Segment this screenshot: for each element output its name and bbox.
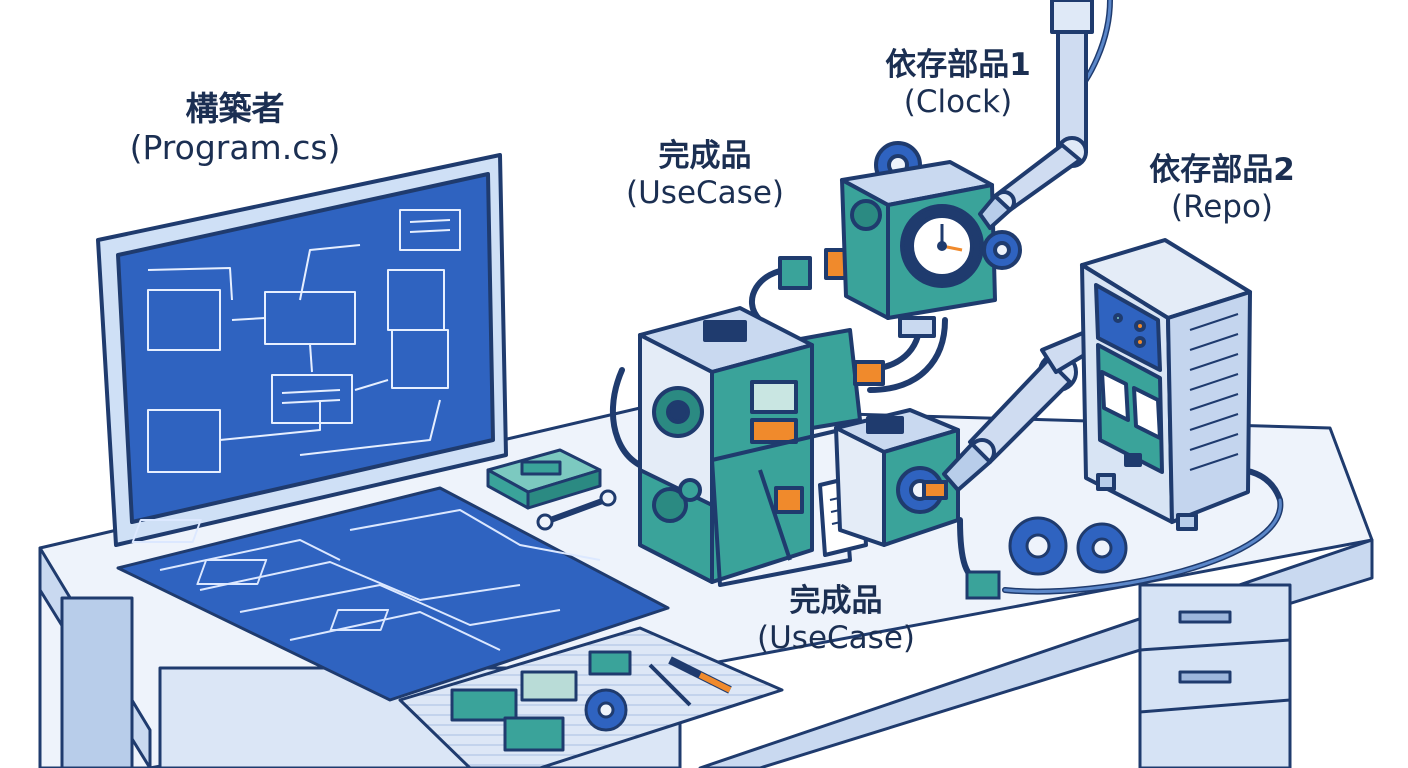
label-product-bottom-sub: (UseCase) xyxy=(757,619,915,656)
label-builder-title: 構築者 xyxy=(185,89,285,128)
clock-side-gear-icon xyxy=(850,199,882,231)
desk-gear-2 xyxy=(1076,522,1128,574)
label-product-top-title: 完成品 xyxy=(658,138,752,174)
tray-block-2 xyxy=(520,670,578,702)
wrench-icon xyxy=(543,497,607,525)
monitor-screen xyxy=(116,172,495,524)
cable-connector xyxy=(965,570,1001,600)
clock-module xyxy=(840,141,1022,338)
label-product-top: 完成品 (UseCase) xyxy=(600,138,810,211)
tool-tray xyxy=(398,626,784,768)
label-dependency-2-title: 依存部品2 xyxy=(1149,152,1295,188)
robot-arm-top xyxy=(978,0,1094,230)
tray-block-3 xyxy=(503,716,565,752)
label-builder-sub: (Program.cs) xyxy=(129,127,341,167)
label-product-bottom: 完成品 (UseCase) xyxy=(736,583,936,656)
desk-gear-1 xyxy=(1008,516,1068,576)
tray-pliers xyxy=(648,663,692,707)
label-dependency-1: 依存部品1 (Clock) xyxy=(858,47,1058,120)
label-dependency-1-title: 依存部品1 xyxy=(885,47,1031,83)
assembly-machine xyxy=(638,248,960,587)
label-product-bottom-title: 完成品 xyxy=(789,583,883,619)
tray-block-1 xyxy=(450,688,518,722)
loose-items xyxy=(486,448,1128,576)
label-dependency-2: 依存部品2 (Repo) xyxy=(1122,152,1322,225)
server-rack-panel xyxy=(1094,283,1162,372)
screen-flowchart xyxy=(147,209,461,473)
label-dependency-2-sub: (Repo) xyxy=(1170,188,1274,225)
machine-panel-orange xyxy=(750,418,798,444)
label-product-top-sub: (UseCase) xyxy=(626,174,784,211)
machine-panel-1 xyxy=(750,380,798,414)
tray-block-4 xyxy=(588,650,632,676)
server-side xyxy=(1166,290,1252,524)
desk-left-leg xyxy=(60,596,134,768)
server xyxy=(1080,238,1252,531)
server-doc-2 xyxy=(1132,386,1162,440)
monitor xyxy=(96,153,508,547)
server-doc-1 xyxy=(1100,370,1130,422)
blueprint-mat xyxy=(116,486,670,702)
label-dependency-1-sub: (Clock) xyxy=(903,83,1013,120)
label-builder: 構築者 (Program.cs) xyxy=(105,89,365,168)
